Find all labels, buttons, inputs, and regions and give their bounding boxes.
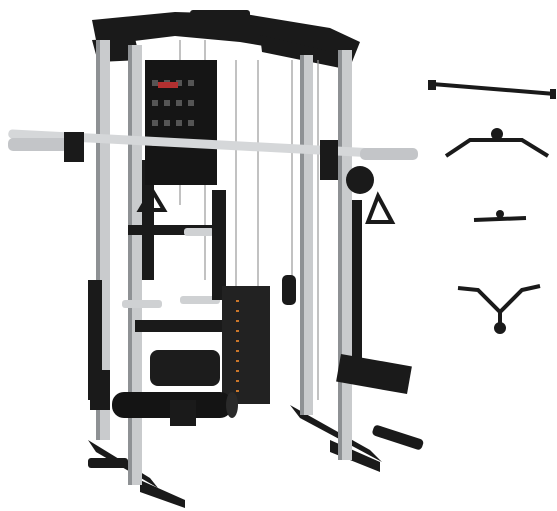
attachment-curved-bar <box>444 128 550 158</box>
attachment-v-handle <box>457 284 541 334</box>
smith-barbell <box>8 129 418 194</box>
cable-handles <box>136 186 396 224</box>
leg-roller-pads <box>112 350 238 426</box>
storage-panel <box>145 60 217 185</box>
attachment-short-bar <box>473 210 527 222</box>
frame-members <box>90 190 412 410</box>
attachment-lat-bar <box>428 80 556 99</box>
weight-stack <box>222 275 296 404</box>
